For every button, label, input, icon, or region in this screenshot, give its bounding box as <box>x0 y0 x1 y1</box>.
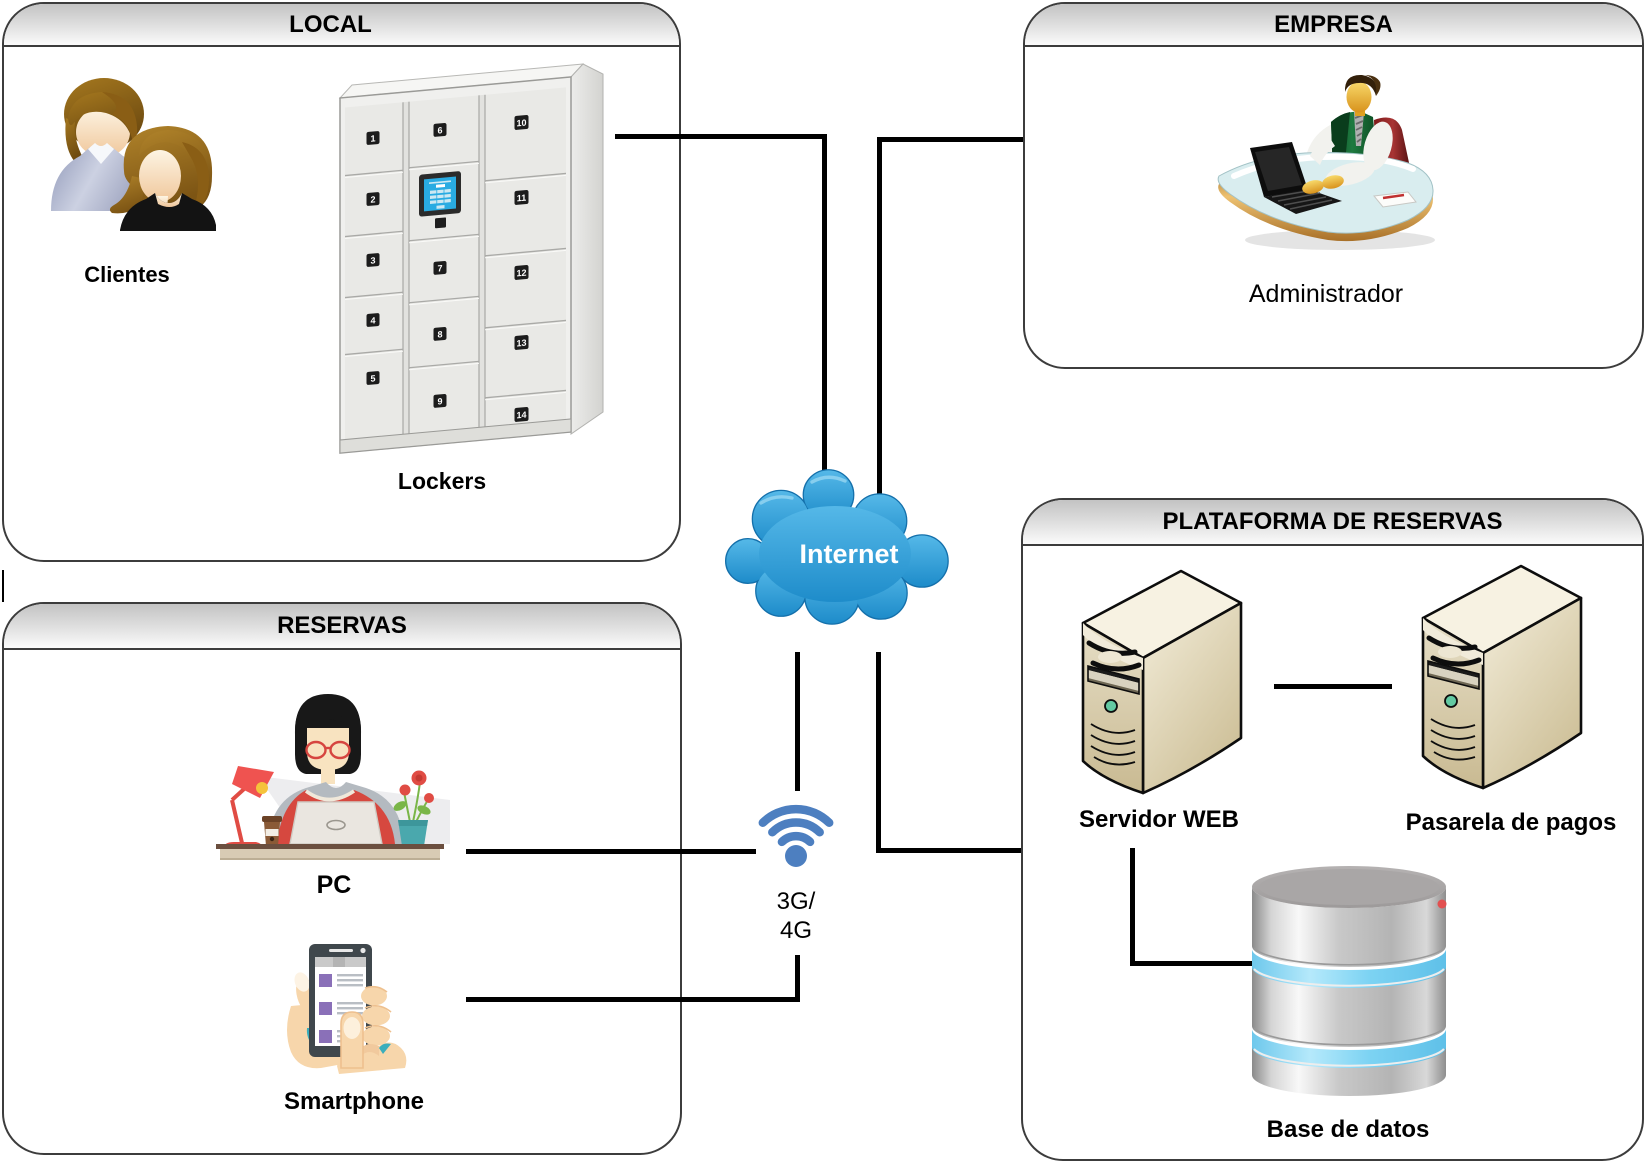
svg-text:1: 1 <box>370 133 375 143</box>
svg-text:2: 2 <box>370 194 375 204</box>
svg-text:7: 7 <box>437 263 442 273</box>
svg-text:13: 13 <box>517 338 527 349</box>
svg-text:4: 4 <box>370 315 375 325</box>
svg-text:6: 6 <box>437 125 442 135</box>
svg-text:12: 12 <box>517 268 527 279</box>
svg-text:8: 8 <box>437 329 442 339</box>
svg-text:Internet: Internet <box>799 539 898 569</box>
svg-text:14: 14 <box>517 410 527 421</box>
svg-text:10: 10 <box>517 118 527 129</box>
svg-text:9: 9 <box>437 396 442 406</box>
svg-text:3: 3 <box>370 255 375 265</box>
svg-text:11: 11 <box>517 193 526 204</box>
svg-text:5: 5 <box>370 373 375 383</box>
